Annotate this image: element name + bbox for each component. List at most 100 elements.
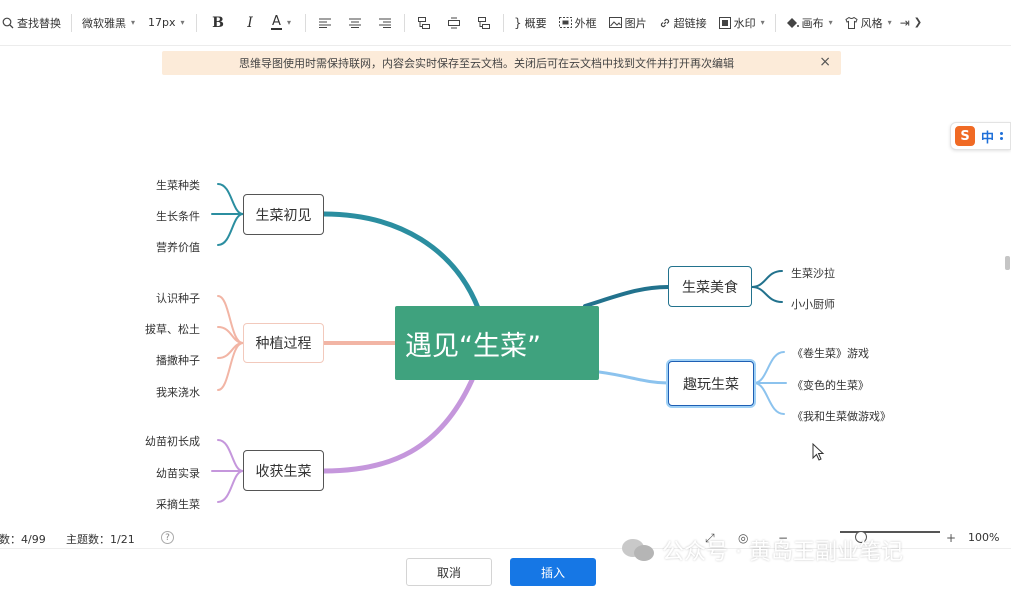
watermark-overlay: 公众号 · 黄岛王副业笔记 (622, 534, 903, 566)
minus-icon[interactable]: − (778, 531, 789, 545)
word-count: 字数：4/99 (0, 533, 46, 546)
italic-label: I (247, 14, 253, 31)
leaf-topic[interactable]: 采摘生菜 (156, 498, 200, 511)
font-color-icon: A (271, 13, 282, 30)
watermark-text: 公众号 · 黄岛王副业笔记 (662, 540, 903, 565)
leaf-topic[interactable]: 《卷生菜》游戏 (792, 347, 869, 360)
toolbar-more-button[interactable]: ⇥ (898, 10, 912, 36)
align-left-icon (319, 18, 331, 28)
topic-node-b2[interactable]: 种植过程 (243, 323, 324, 363)
locate-icon[interactable]: ◎ (738, 531, 749, 545)
watermark-label: 水印 (733, 16, 756, 30)
export-icon: ⇥ (899, 15, 910, 30)
frame-button[interactable]: 外框 (553, 10, 603, 36)
topic-node-b1[interactable]: 生菜初见 (243, 194, 324, 235)
font-family-select[interactable]: 微软雅黑 ▾ (76, 10, 142, 36)
status-bar: 字数：4/99 主题数：1/21 ? ⤢ ◎ − + 100% (0, 528, 1011, 548)
mouse-pointer-icon (812, 442, 825, 461)
find-replace-button[interactable]: 查找替换 (0, 10, 67, 36)
align-left-button[interactable] (310, 10, 340, 36)
leaf-topic[interactable]: 认识种子 (156, 292, 200, 305)
toolbar-scroll-right-button[interactable]: ❯ (912, 10, 928, 36)
leaf-topic[interactable]: 我来浇水 (156, 386, 200, 399)
find-replace-label: 查找替换 (17, 16, 61, 30)
insert-child-topic-button[interactable] (409, 10, 439, 36)
chevron-right-icon: ❯ (913, 17, 923, 28)
ime-indicator[interactable]: S 中 (950, 122, 1011, 150)
font-color-button[interactable]: A ▾ (265, 10, 301, 36)
chevron-down-icon: ▾ (828, 18, 833, 27)
leaf-topic[interactable]: 幼苗实录 (156, 467, 200, 480)
watermark-button[interactable]: 水印 ▾ (713, 10, 771, 36)
bracket-b1 (211, 183, 244, 246)
font-family-value: 微软雅黑 (82, 16, 126, 30)
leaf-topic[interactable]: 生长条件 (156, 210, 200, 223)
leaf-topic[interactable]: 《变色的生菜》 (792, 379, 869, 392)
zoom-slider-handle[interactable] (855, 531, 867, 543)
align-center-icon (349, 18, 361, 28)
dialog-footer: 取消 插入 (0, 548, 1011, 590)
child-topic-icon (418, 16, 430, 29)
topic-node-b5[interactable]: 趣玩生菜 (668, 361, 754, 406)
brace-icon: } (514, 15, 522, 30)
align-right-button[interactable] (370, 10, 400, 36)
toolbar-divider (404, 13, 405, 32)
toolbar-divider (305, 13, 306, 32)
plus-icon[interactable]: + (946, 531, 957, 545)
topic-node-b3[interactable]: 收获生菜 (243, 450, 324, 491)
toolbar-divider (196, 13, 197, 32)
leaf-topic[interactable]: 拔草、松土 (145, 323, 200, 336)
font-size-value: 17px (148, 16, 176, 29)
chevron-down-icon: ▾ (180, 18, 185, 27)
insert-parent-topic-button[interactable] (469, 10, 499, 36)
hyperlink-button[interactable]: 超链接 (653, 10, 713, 36)
cancel-button[interactable]: 取消 (406, 558, 492, 586)
zoom-slider[interactable] (840, 531, 940, 533)
italic-button[interactable]: I (235, 10, 265, 36)
chevron-down-icon: ▾ (131, 18, 136, 27)
leaf-topic[interactable]: 播撒种子 (156, 354, 200, 367)
bold-button[interactable]: B (201, 10, 235, 36)
canvas-button[interactable]: 画布 ▾ (780, 10, 839, 36)
font-size-select[interactable]: 17px ▾ (142, 10, 192, 36)
bold-label: B (212, 14, 224, 31)
leaf-topic[interactable]: 小小厨师 (791, 298, 835, 311)
image-button[interactable]: 图片 (603, 10, 653, 36)
vertical-scrollbar[interactable] (1005, 256, 1010, 270)
align-center-button[interactable] (340, 10, 370, 36)
summary-button[interactable]: } 概要 (508, 10, 553, 36)
shirt-icon (845, 16, 858, 29)
mindmap-root-node[interactable]: 遇见“生菜” (395, 306, 599, 380)
bracket-b4 (751, 270, 783, 303)
leaf-topic[interactable]: 幼苗初长成 (145, 435, 200, 448)
fit-screen-icon[interactable]: ⤢ (705, 531, 715, 545)
bracket-b2 (217, 295, 244, 391)
leaf-topic[interactable]: 《我和生菜做游戏》 (792, 410, 891, 423)
bracket-b3 (211, 439, 244, 503)
toolbar-divider (774, 13, 776, 32)
help-icon[interactable]: ? (161, 531, 174, 544)
zoom-level: 100% (968, 531, 1000, 544)
font-color-label: A (272, 13, 281, 29)
style-button[interactable]: 风格 ▾ (839, 10, 898, 36)
link-root-b4 (583, 285, 670, 308)
leaf-topic[interactable]: 营养价值 (156, 241, 200, 254)
leaf-topic[interactable]: 生菜种类 (156, 179, 200, 192)
link-root-b3 (321, 377, 475, 474)
sogou-logo-icon: S (955, 126, 975, 146)
insert-button[interactable]: 插入 (510, 558, 596, 586)
close-icon[interactable]: × (819, 54, 831, 70)
image-icon (608, 17, 622, 28)
link-root-b5 (597, 370, 670, 385)
link-root-b1 (321, 211, 481, 311)
leaf-topic[interactable]: 生菜沙拉 (791, 267, 835, 280)
insert-sibling-topic-button[interactable] (439, 10, 469, 36)
topic-node-b4[interactable]: 生菜美食 (668, 266, 752, 307)
wechat-logo-icon (622, 537, 656, 563)
style-label: 风格 (860, 16, 883, 30)
bracket-b5 (753, 351, 787, 415)
topic-count: 主题数：1/21 (66, 533, 135, 546)
chevron-down-icon: ▾ (287, 18, 292, 27)
